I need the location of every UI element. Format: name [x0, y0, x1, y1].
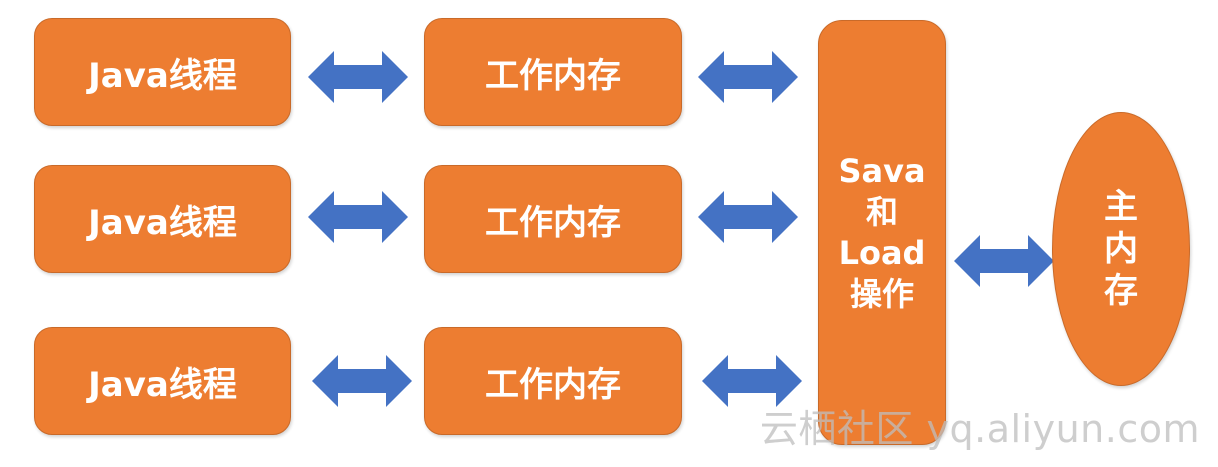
save-load-line-4: 操作 — [849, 274, 914, 313]
thread-workmem-arrow-icon-2 — [308, 191, 408, 243]
watermark-text: 云栖社区 yq.aliyun.com — [759, 407, 1200, 451]
main-memory-ellipse: 主 内 存 — [1052, 112, 1190, 386]
save-load-line-1: Sava — [838, 151, 926, 190]
workmem-saveload-arrow-icon-1 — [698, 51, 798, 103]
thread-workmem-arrow-icon-3 — [312, 355, 412, 407]
thread-workmem-arrow-icon-1 — [308, 51, 408, 103]
working-memory-box-1: 工作内存 — [424, 18, 682, 126]
main-memory-line-2: 内 — [1104, 229, 1138, 269]
main-memory-line-1: 主 — [1104, 187, 1138, 227]
working-memory-label-2: 工作内存 — [485, 202, 621, 243]
workmem-saveload-arrow-icon-3 — [702, 355, 802, 407]
working-memory-label-1: 工作内存 — [485, 55, 621, 96]
java-thread-box-2: Java线程 — [34, 165, 291, 273]
working-memory-label-3: 工作内存 — [485, 364, 621, 405]
workmem-saveload-arrow-icon-2 — [698, 191, 798, 243]
java-thread-label-3: Java线程 — [88, 364, 237, 405]
java-thread-box-1: Java线程 — [34, 18, 291, 126]
main-memory-line-3: 存 — [1104, 271, 1138, 311]
saveload-mainmem-arrow-icon — [954, 235, 1054, 287]
save-load-operation-box: Sava 和 Load 操作 — [818, 20, 946, 445]
java-thread-label-2: Java线程 — [88, 202, 237, 243]
working-memory-box-2: 工作内存 — [424, 165, 682, 273]
java-thread-box-3: Java线程 — [34, 327, 291, 435]
working-memory-box-3: 工作内存 — [424, 327, 682, 435]
save-load-line-2: 和 — [865, 192, 898, 231]
java-thread-label-1: Java线程 — [88, 55, 237, 96]
save-load-line-3: Load — [838, 233, 926, 272]
